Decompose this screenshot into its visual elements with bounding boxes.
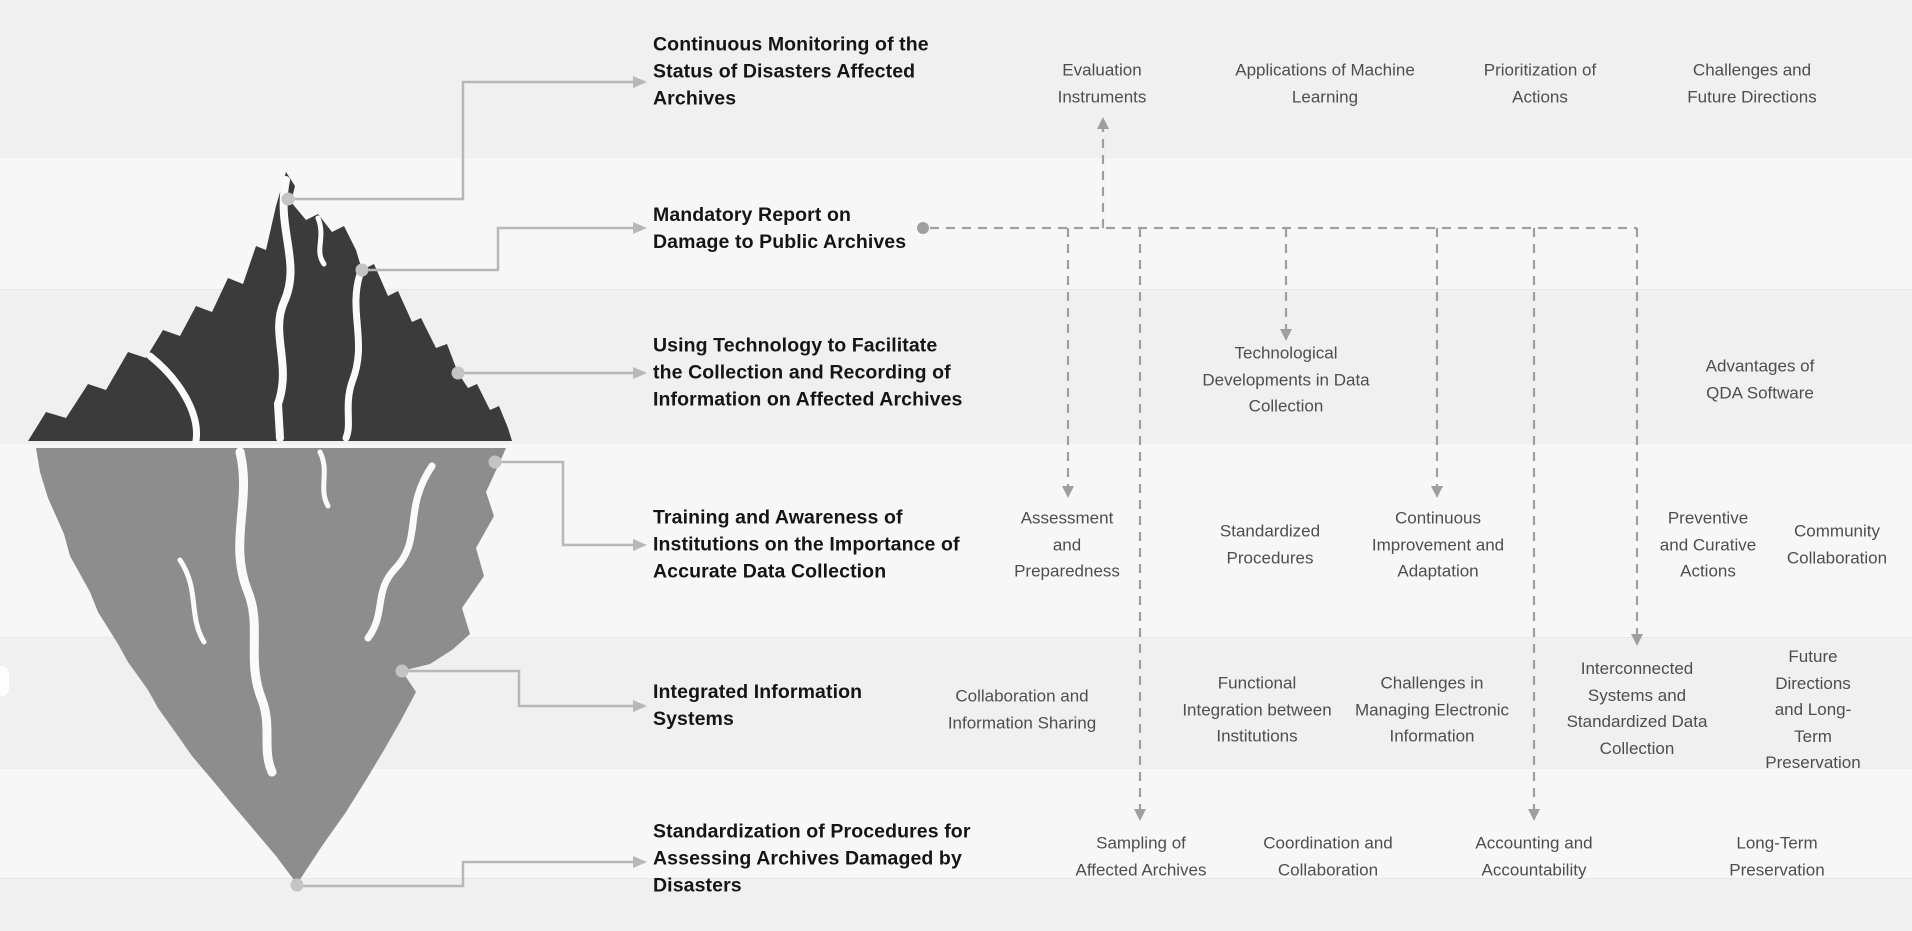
connector-training-awareness <box>495 460 634 547</box>
label-technological-developments: Technological Developments in Data Colle… <box>1202 343 1370 416</box>
label-continuous-improvement: Continuous Improvement and Adaptation <box>1371 508 1505 581</box>
heading-training-awareness: Training and Awareness of Institutions o… <box>653 506 960 583</box>
label-prioritization-actions: Prioritization of Actions <box>1483 60 1597 107</box>
label-community-collaboration: Community Collaboration <box>1786 521 1888 568</box>
label-preventive-curative: Preventive and Curative Actions <box>1659 508 1757 581</box>
heading-connectors <box>288 80 634 888</box>
heading-continuous-monitoring: Continuous Monitoring of the Status of D… <box>653 33 929 110</box>
heading-mandatory-report: Mandatory Report on Damage to Public Arc… <box>653 204 907 253</box>
label-evaluation-instruments: Evaluation Instruments <box>1057 60 1147 107</box>
connector-standardization <box>297 860 634 888</box>
label-advantages-qda: Advantages of QDA Software <box>1705 356 1815 403</box>
background-stripe <box>0 0 1912 157</box>
label-coordination-collaboration: Coordination and Collaboration <box>1263 833 1393 880</box>
dashed-arrowheads <box>917 117 1643 821</box>
label-future-directions-preservation: Future Directions and Long-Term Preserva… <box>1765 646 1861 772</box>
label-applications-machine-learning: Applications of Machine Learning <box>1235 60 1415 107</box>
heading-using-technology: Using Technology to Facilitate the Colle… <box>653 334 963 411</box>
iceberg-above-water-shape <box>28 172 512 445</box>
label-interconnected-systems: Interconnected Systems and Standardized … <box>1566 659 1708 758</box>
label-challenges-future-directions: Challenges and Future Directions <box>1687 60 1817 107</box>
connector-continuous-monitoring <box>288 80 634 201</box>
label-sampling-affected-archives: Sampling of Affected Archives <box>1075 833 1207 880</box>
connector-mandatory-report <box>362 226 634 272</box>
label-challenges-electronic-information: Challenges in Managing Electronic Inform… <box>1354 673 1510 746</box>
label-functional-integration: Functional Integration between Instituti… <box>1182 673 1332 746</box>
iceberg-below-water-shape <box>36 447 506 884</box>
dashed-origin-dot <box>917 222 929 234</box>
connector-dots <box>281 192 502 892</box>
label-collaboration-information-sharing: Collaboration and Information Sharing <box>947 686 1097 733</box>
heading-standardization-procedures: Standardization of Procedures for Assess… <box>653 820 971 897</box>
label-accounting-accountability: Accounting and Accountability <box>1475 833 1593 880</box>
label-standardized-procedures: Standardized Procedures <box>1219 521 1321 568</box>
label-assessment-preparedness: Assessment and Preparedness <box>1014 508 1120 581</box>
connector-integrated-systems <box>402 669 634 708</box>
left-edge-tab <box>0 666 9 696</box>
label-long-term-preservation: Long-Term Preservation <box>1729 833 1825 880</box>
heading-integrated-systems: Integrated Information Systems <box>653 681 863 730</box>
connector-arrowheads <box>633 76 647 868</box>
dashed-network <box>930 129 1639 809</box>
